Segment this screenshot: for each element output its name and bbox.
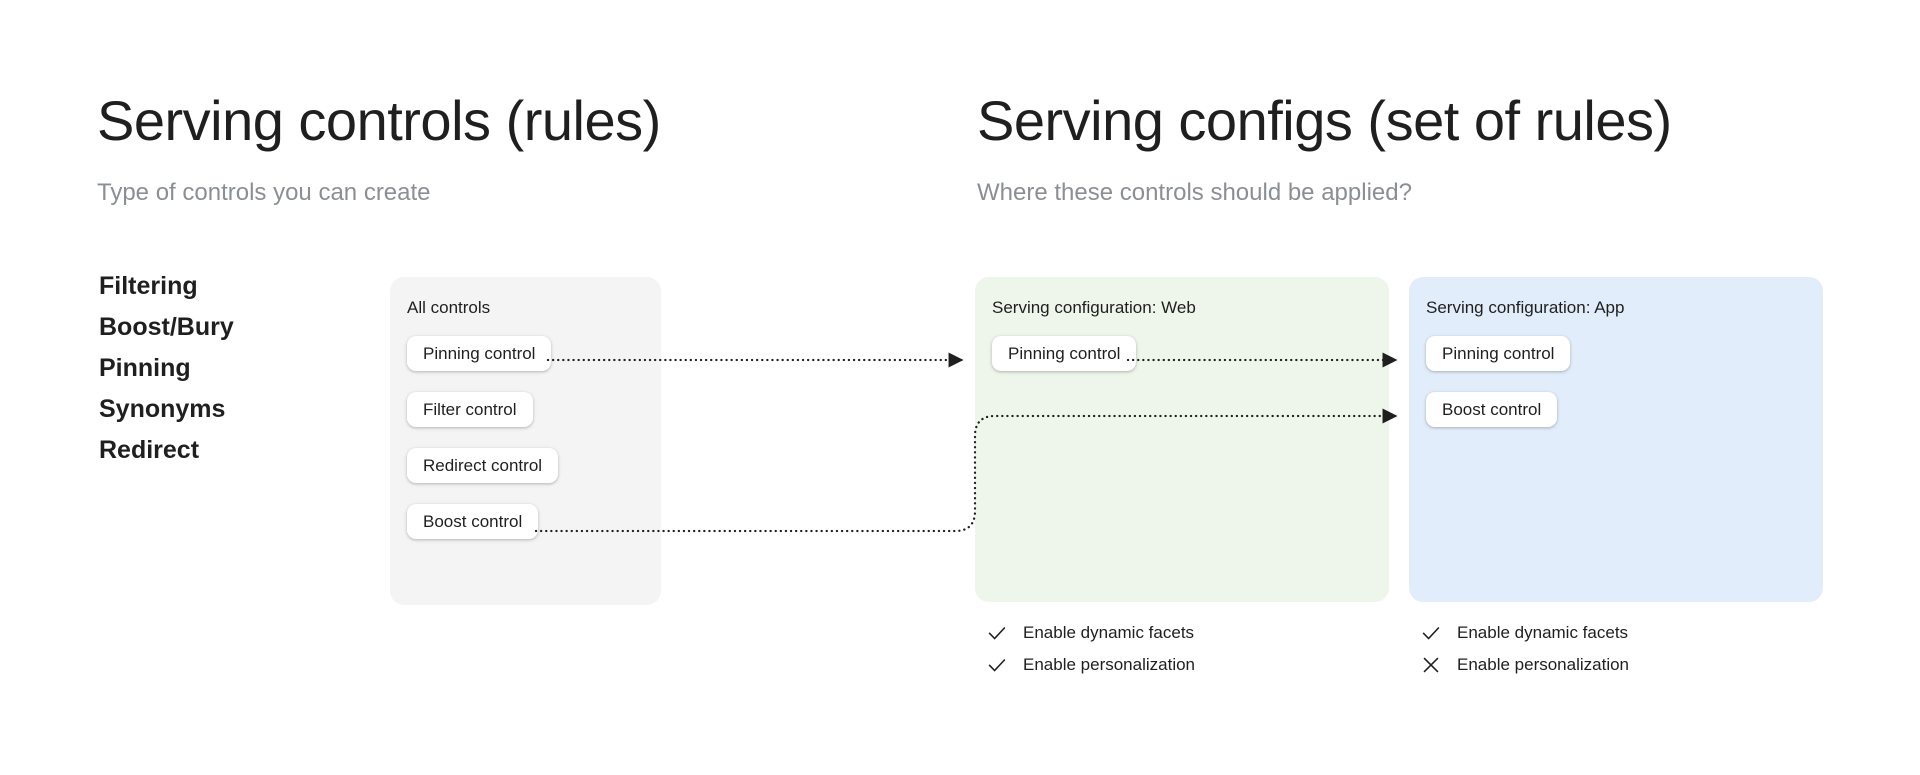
serving-config-web-options: Enable dynamic facets Enable personaliza…	[986, 622, 1195, 676]
option-row-dynamic-facets: Enable dynamic facets	[1420, 622, 1629, 644]
left-column-title: Serving controls (rules)	[97, 89, 661, 152]
check-icon	[988, 626, 1006, 640]
control-type-item: Pinning	[99, 354, 191, 382]
option-row-personalization: Enable personalization	[986, 654, 1195, 676]
control-type-item: Synonyms	[99, 395, 226, 423]
serving-config-app-card-title: Serving configuration: App	[1426, 298, 1625, 317]
option-row-personalization: Enable personalization	[1420, 654, 1629, 676]
control-pill-boost[interactable]: Boost control	[1426, 392, 1558, 427]
all-controls-card-title: All controls	[407, 298, 491, 317]
control-pill-pinning[interactable]: Pinning control	[407, 336, 552, 371]
control-pill-filter[interactable]: Filter control	[407, 392, 533, 427]
serving-config-web-card-title: Serving configuration: Web	[992, 298, 1196, 317]
control-pill-pinning[interactable]: Pinning control	[992, 336, 1137, 371]
option-label: Enable dynamic facets	[1023, 623, 1195, 642]
option-label: Enable dynamic facets	[1457, 623, 1629, 642]
control-type-item: Filtering	[99, 272, 198, 300]
left-column-subtitle: Type of controls you can create	[97, 179, 431, 206]
right-column-subtitle: Where these controls should be applied?	[977, 179, 1412, 206]
option-label: Enable personalization	[1023, 655, 1196, 674]
check-icon	[1422, 626, 1440, 640]
control-pill-boost[interactable]: Boost control	[407, 504, 539, 539]
serving-config-app-options: Enable dynamic facets Enable personaliza…	[1420, 622, 1629, 676]
control-type-item: Boost/Bury	[99, 313, 234, 341]
serving-config-web-card: Serving configuration: Web Pinning contr…	[975, 277, 1389, 602]
control-pill-pinning[interactable]: Pinning control	[1426, 336, 1571, 371]
control-type-list: Filtering Boost/Bury Pinning Synonyms Re…	[99, 266, 359, 471]
control-type-item: Redirect	[99, 436, 200, 464]
serving-config-app-card: Serving configuration: App Pinning contr…	[1409, 277, 1823, 602]
option-label: Enable personalization	[1457, 655, 1630, 674]
all-controls-card: All controls Pinning control Filter cont…	[390, 277, 661, 605]
control-pill-redirect[interactable]: Redirect control	[407, 448, 559, 483]
right-column-title: Serving configs (set of rules)	[977, 89, 1672, 152]
check-icon	[988, 658, 1006, 672]
close-icon	[1423, 657, 1439, 673]
option-row-dynamic-facets: Enable dynamic facets	[986, 622, 1195, 644]
